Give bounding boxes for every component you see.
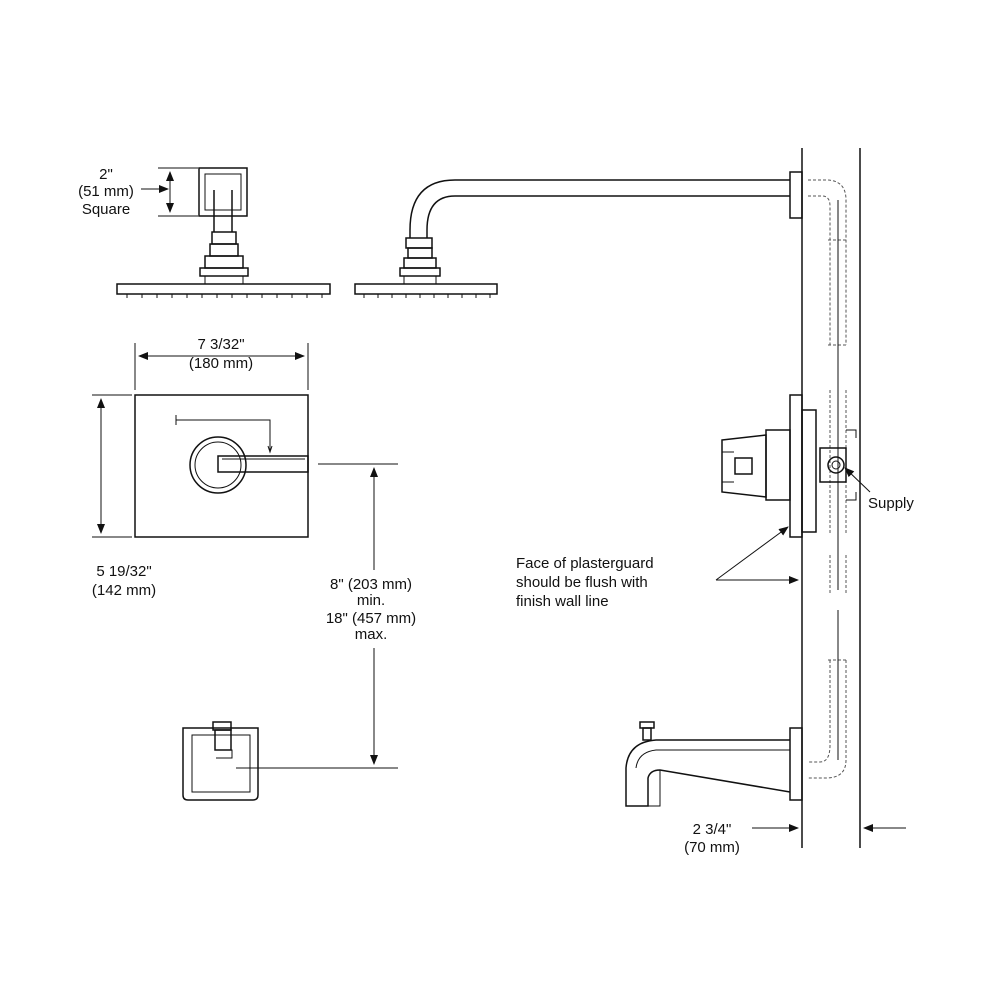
spout-distance-label-3: 18" (457 mm) — [326, 610, 416, 627]
plasterguard-label-3: finish wall line — [516, 593, 609, 610]
arm-size-label-2: (51 mm) — [78, 183, 134, 200]
plasterguard-label-2: should be flush with — [516, 574, 648, 591]
trim-plate-front — [134, 394, 309, 538]
side-shower-head-arm — [354, 171, 803, 298]
tub-spout-side — [625, 721, 803, 807]
wall-depth-label-1: 2 3/4" — [693, 821, 732, 838]
plate-height-label-2: (142 mm) — [92, 582, 156, 599]
plate-height-dimension: 5 19/32" (142 mm) — [92, 394, 156, 599]
spout-distance-label-4: max. — [355, 626, 388, 643]
plasterguard-callout: Face of plasterguard should be flush wit… — [516, 526, 799, 610]
front-shower-head — [116, 167, 331, 298]
supply-callout: Supply — [844, 467, 914, 512]
supply-pipe-hidden — [808, 179, 848, 779]
spout-distance-label-1: 8" (203 mm) — [330, 576, 412, 593]
valve-handle-side — [721, 394, 857, 538]
wall-section — [801, 148, 861, 848]
arm-square-dimension: 2" (51 mm) Square — [78, 166, 198, 218]
spout-distance-dimension: 8" (203 mm) min. 18" (457 mm) max. — [236, 463, 416, 769]
plate-height-label-1: 5 19/32" — [96, 563, 151, 580]
plate-width-label-1: 7 3/32" — [197, 336, 244, 353]
arm-size-label-3: Square — [82, 201, 130, 218]
supply-label: Supply — [868, 495, 914, 512]
tub-spout-front — [182, 721, 259, 801]
plate-width-label-2: (180 mm) — [189, 355, 253, 372]
arm-size-label-1: 2" — [99, 166, 113, 183]
wall-depth-dimension: 2 3/4" (70 mm) — [684, 821, 906, 856]
spout-distance-label-2: min. — [357, 592, 385, 609]
plate-width-dimension: 7 3/32" (180 mm) — [134, 336, 309, 390]
wall-depth-label-2: (70 mm) — [684, 839, 740, 856]
plasterguard-label-1: Face of plasterguard — [516, 555, 654, 572]
